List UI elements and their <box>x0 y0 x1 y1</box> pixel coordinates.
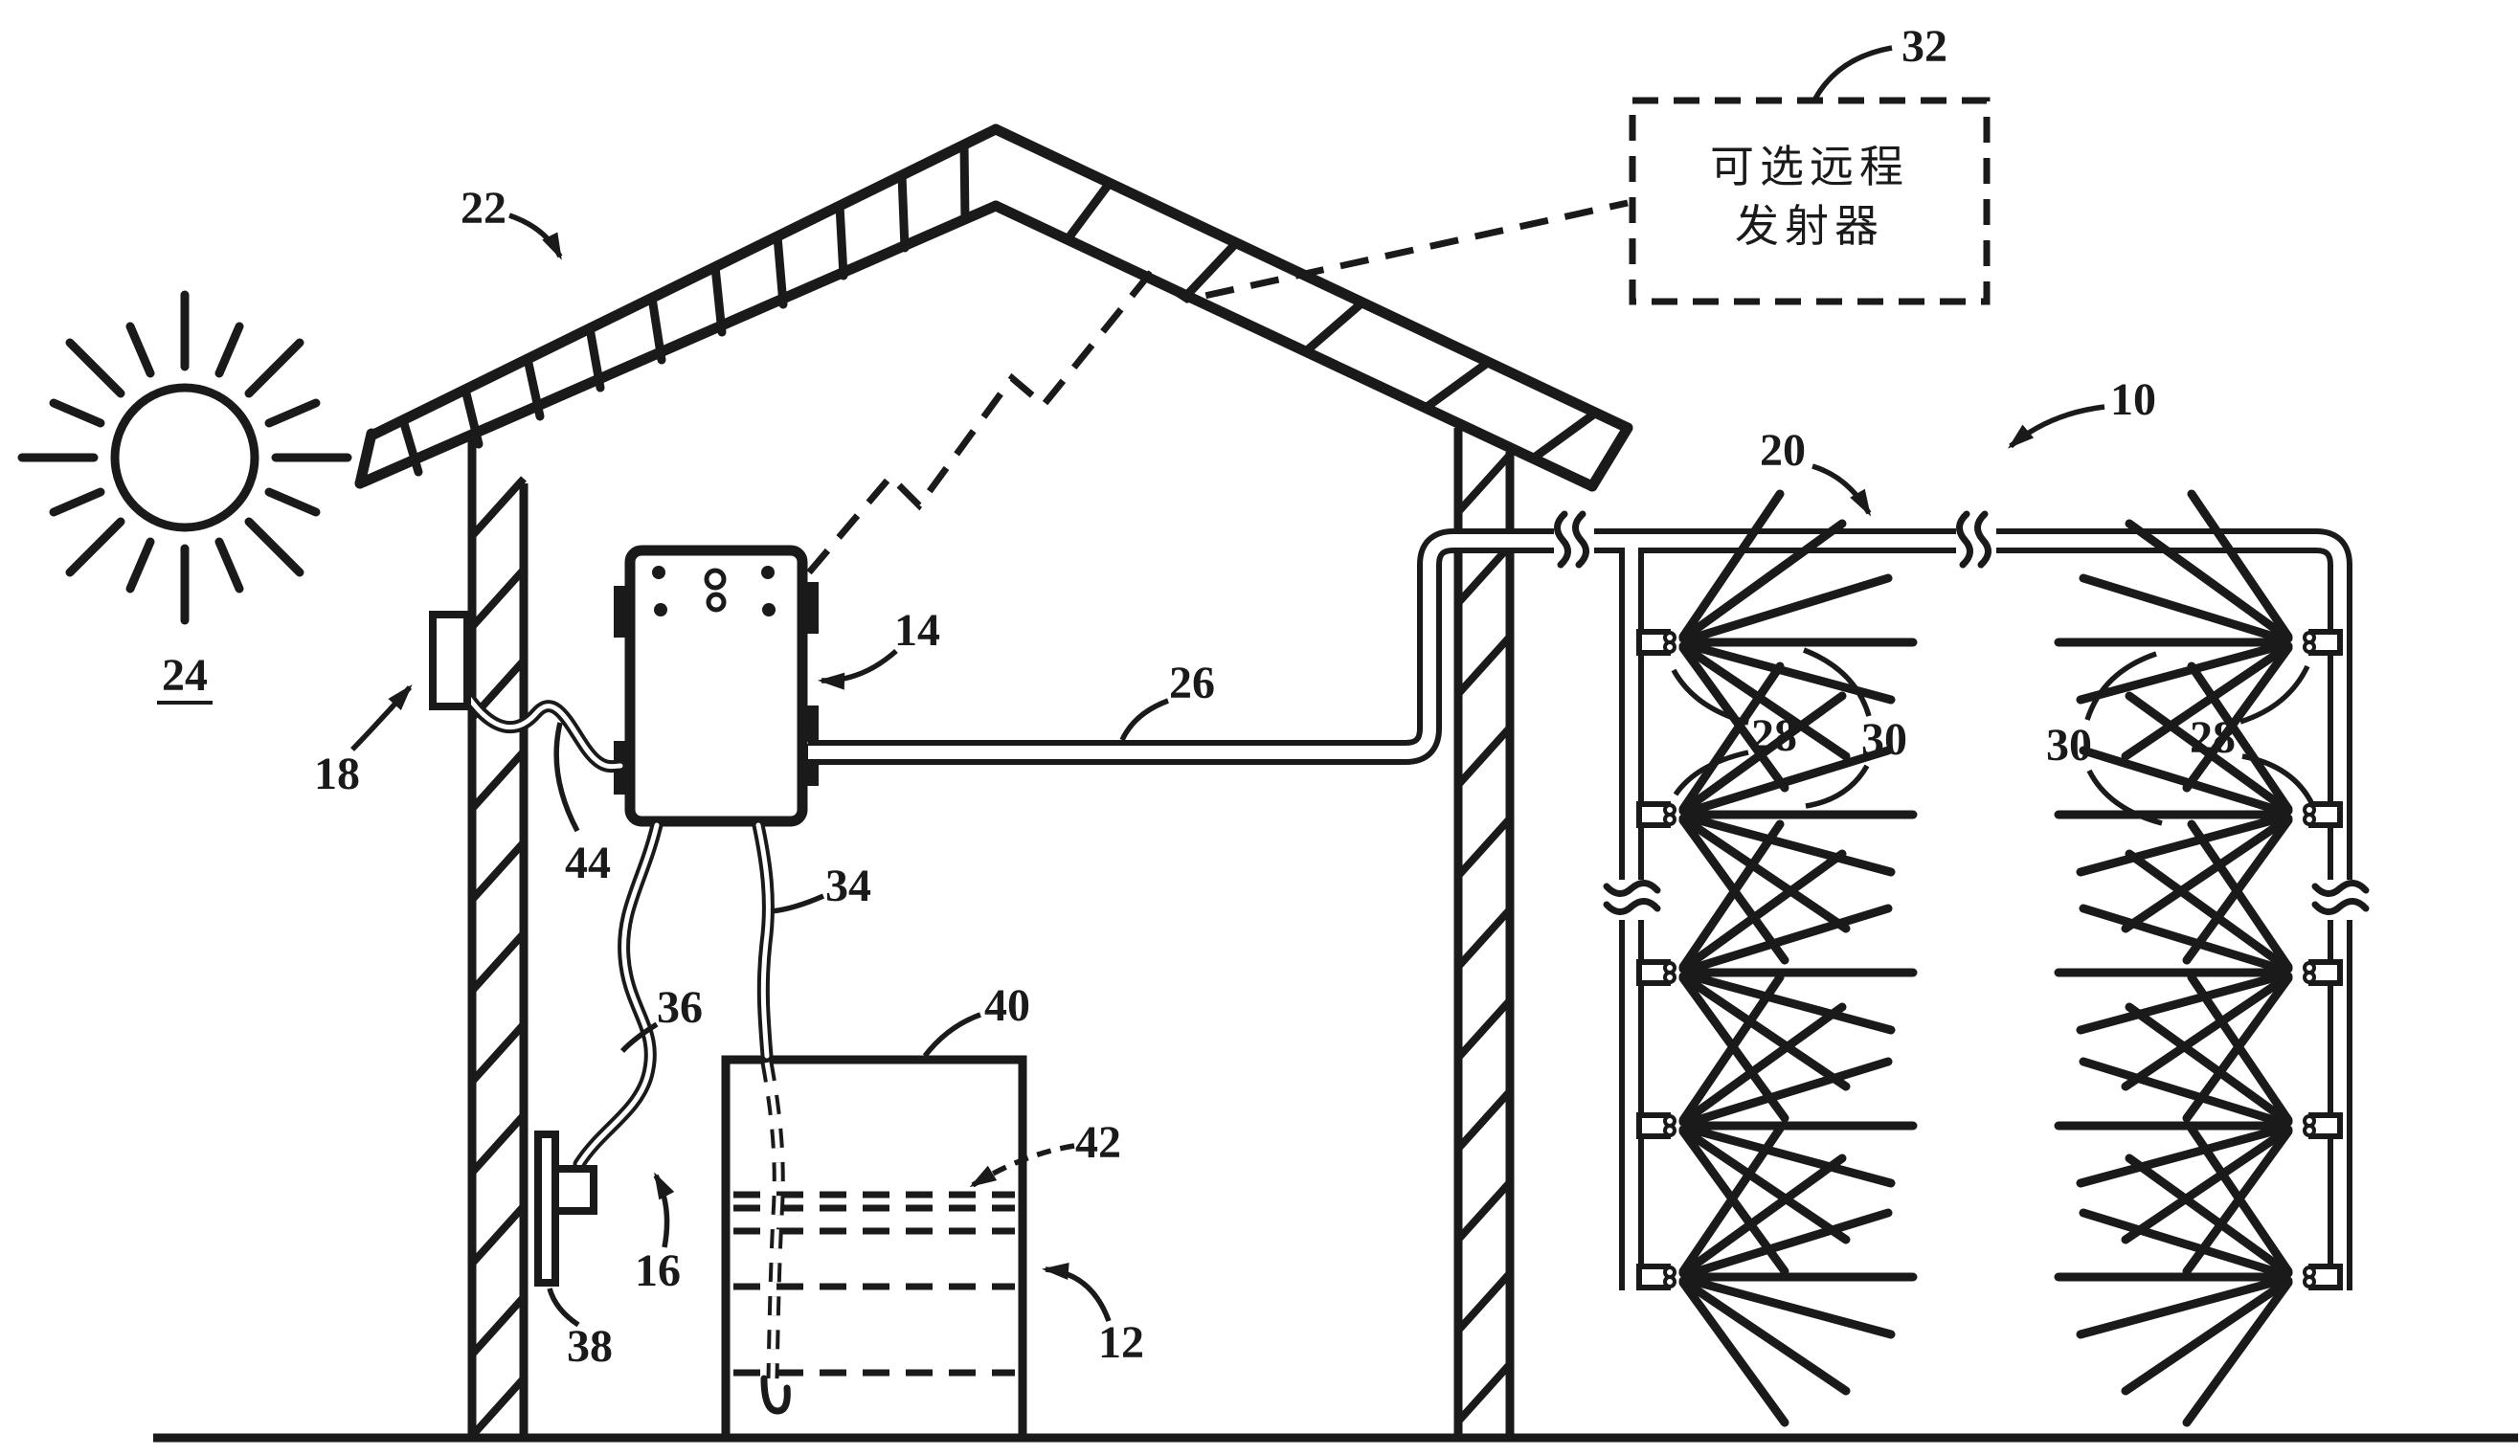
probe-tip <box>760 1375 791 1415</box>
transmitter-text-line2: 发射器 <box>1735 200 1884 252</box>
sprinkler-head-icon <box>1639 1266 1675 1288</box>
sprinkler-head-icon <box>1639 632 1675 653</box>
sensor-box <box>429 611 471 710</box>
sprinkler-head-icon <box>1639 1115 1675 1136</box>
sun-icon <box>17 290 352 625</box>
leader-22 <box>508 213 563 260</box>
sprinkler-head-icon <box>2305 1266 2340 1288</box>
ref-label-30-left: 30 <box>1861 714 1907 765</box>
leader-18 <box>350 684 413 751</box>
reference-numerals: 22 24 18 32 10 20 26 28 30 30 28 14 44 3… <box>157 21 2236 1372</box>
roof-shingle-hatch <box>398 140 1601 477</box>
leader-10 <box>2007 404 2105 449</box>
controller-dots <box>652 566 776 616</box>
ref-label-34: 34 <box>825 861 871 911</box>
pipe-break-icon <box>2315 880 2366 920</box>
leader-28-right-lower <box>2241 753 2316 808</box>
sprinkler-head-icon <box>2305 632 2340 653</box>
pipe-break-icon <box>1607 880 1657 920</box>
ref-label-32: 32 <box>1901 21 1947 72</box>
ref-label-12: 12 <box>1098 1317 1144 1368</box>
ref-label-40: 40 <box>984 980 1030 1031</box>
leader-14 <box>818 648 898 690</box>
leader-36 <box>619 1021 659 1053</box>
leader-30-left-lower <box>1805 764 1870 809</box>
leader-40 <box>922 1012 981 1058</box>
ref-label-14: 14 <box>894 605 940 656</box>
sprinkler-head-icon <box>2305 804 2340 825</box>
ref-label-30-right: 30 <box>2046 720 2092 771</box>
pipe-break-icon <box>1554 514 1594 565</box>
ref-label-44: 44 <box>565 838 611 888</box>
remote-transmitter-box: 可选远程 发射器 <box>1629 97 1991 305</box>
controller-box <box>614 545 819 827</box>
ref-label-28-left: 28 <box>1751 710 1797 761</box>
leader-28-left-lower <box>1673 750 1749 796</box>
leader-38 <box>547 1288 580 1328</box>
leader-20 <box>1811 463 1872 517</box>
wireless-signal-icon <box>806 199 1629 575</box>
leader-26 <box>1119 698 1169 742</box>
ref-label-10: 10 <box>2110 374 2156 425</box>
leader-34 <box>770 893 825 914</box>
ref-label-20: 20 <box>1760 425 1806 476</box>
left-wall <box>467 436 529 1439</box>
ref-label-28-right: 28 <box>2190 712 2236 763</box>
ref-label-18: 18 <box>314 749 360 799</box>
water-container <box>721 1055 1027 1443</box>
leader-30-left-upper <box>1803 647 1872 717</box>
wires <box>461 690 791 1415</box>
leader-12 <box>1042 1263 1112 1322</box>
leader-30-right-upper <box>2084 651 2157 721</box>
leader-44 <box>553 722 580 833</box>
pipe-break-icon <box>1956 514 1996 565</box>
house-roof <box>354 123 1633 492</box>
ref-label-36: 36 <box>657 982 703 1033</box>
right-wall <box>1453 428 1515 1438</box>
spray-fans <box>1683 494 2288 1422</box>
ref-label-38: 38 <box>567 1321 613 1372</box>
sprinkler-head-icon <box>1639 962 1675 983</box>
leader-30-right-lower <box>2086 769 2163 826</box>
leader-32 <box>1812 45 1893 101</box>
sprinkler-head-icon <box>1639 804 1675 825</box>
sprinkler-head-icon <box>2305 962 2340 983</box>
leader-28-left-upper <box>1671 668 1749 726</box>
leader-42 <box>969 1143 1075 1188</box>
sprinkler-head-icon <box>2305 1115 2340 1136</box>
transmitter-text-line1: 可选远程 <box>1710 141 1909 192</box>
ref-label-22: 22 <box>461 183 506 234</box>
outlet-plug <box>551 1165 597 1215</box>
ref-label-16: 16 <box>635 1245 681 1296</box>
leader-28-right-upper <box>2239 664 2310 725</box>
ref-label-26: 26 <box>1169 658 1215 708</box>
leader-16 <box>653 1172 675 1248</box>
ref-label-24: 24 <box>162 650 208 701</box>
leader-lines <box>350 45 2316 1328</box>
ref-label-42: 42 <box>1075 1117 1121 1168</box>
